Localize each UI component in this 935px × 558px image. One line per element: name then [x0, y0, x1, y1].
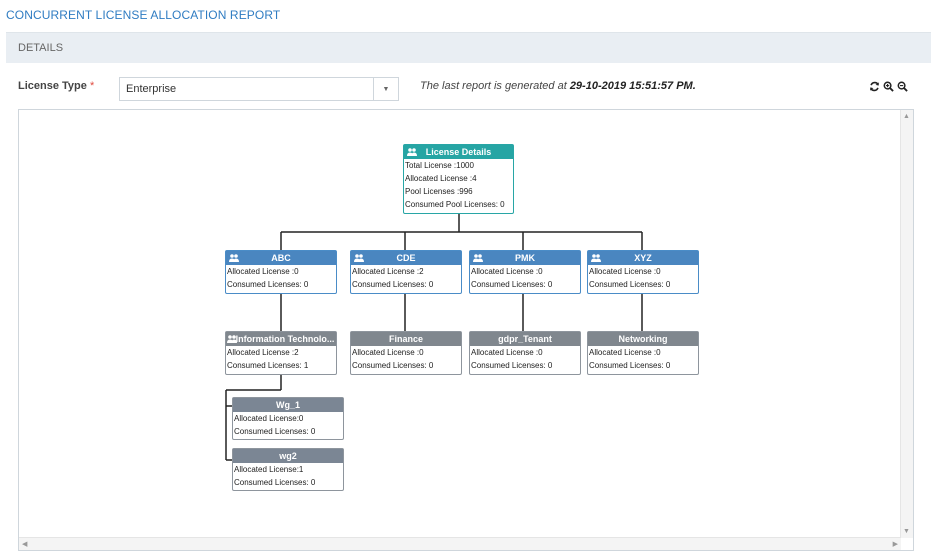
- node-line: Allocated License:1: [234, 465, 304, 474]
- node-line: Consumed Licenses: 0: [234, 427, 316, 436]
- node-line: Consumed Licenses: 0: [234, 478, 316, 487]
- users-icon: [407, 148, 417, 156]
- node-header: Networking: [588, 332, 698, 346]
- dept-node-finance[interactable]: Finance Allocated License :0 Consumed Li…: [350, 331, 462, 375]
- node-line: Allocated License :0: [471, 348, 543, 357]
- node-header: wg2: [233, 449, 343, 463]
- node-header: PMK: [470, 251, 580, 265]
- details-label: DETAILS: [18, 42, 64, 54]
- node-title: License Details: [425, 147, 492, 157]
- group-node-cde[interactable]: CDE Allocated License :2 Consumed Licens…: [350, 250, 462, 294]
- node-title: CDE: [396, 253, 416, 263]
- node-line: Consumed Licenses: 0: [471, 361, 553, 370]
- node-header: Wg_1: [233, 398, 343, 412]
- node-header: gdpr_Tenant: [470, 332, 580, 346]
- scroll-up-icon[interactable]: ▲: [903, 113, 910, 120]
- zoom-in-icon[interactable]: [882, 80, 894, 92]
- node-line: Consumed Licenses: 0: [589, 280, 671, 289]
- node-line: Total License :1000: [405, 161, 474, 170]
- report-prefix: The last report is generated at: [420, 80, 567, 92]
- node-header: Information Technolo...: [226, 332, 336, 346]
- dept-node-networking[interactable]: Networking Allocated License :0 Consumed…: [587, 331, 699, 375]
- required-mark: *: [89, 80, 95, 92]
- page-title: CONCURRENT LICENSE ALLOCATION REPORT: [6, 8, 281, 22]
- workgroup-node-wg1[interactable]: Wg_1 Allocated License:0 Consumed Licens…: [232, 397, 344, 440]
- node-line: Pool Licenses :996: [405, 187, 473, 196]
- node-line: Allocated License :0: [352, 348, 424, 357]
- node-line: Allocated License :4: [405, 174, 477, 183]
- scroll-down-icon[interactable]: ▼: [903, 528, 910, 535]
- license-type-value: Enterprise: [126, 83, 177, 95]
- report-generated-text: The last report is generated at 29-10-20…: [420, 80, 696, 92]
- node-header: XYZ: [588, 251, 698, 265]
- node-line: Allocated License :2: [352, 267, 424, 276]
- license-details-node[interactable]: License Details Total License :1000 Allo…: [403, 144, 514, 214]
- node-line: Allocated License :0: [471, 267, 543, 276]
- node-title: XYZ: [634, 253, 652, 263]
- group-node-abc[interactable]: ABC Allocated License :0 Consumed Licens…: [225, 250, 337, 294]
- node-title: Information Technolo...: [235, 334, 335, 344]
- license-type-select[interactable]: Enterprise ▼: [119, 77, 399, 101]
- group-node-pmk[interactable]: PMK Allocated License :0 Consumed Licens…: [469, 250, 581, 294]
- node-title: ABC: [271, 253, 291, 263]
- node-line: Consumed Licenses: 1: [227, 361, 309, 370]
- users-icon: [354, 254, 364, 262]
- dept-node-information-technology[interactable]: Information Technolo... Allocated Licens…: [225, 331, 337, 375]
- zoom-out-icon[interactable]: [896, 80, 908, 92]
- node-title: Networking: [618, 334, 668, 344]
- dept-node-gdpr-tenant[interactable]: gdpr_Tenant Allocated License :0 Consume…: [469, 331, 581, 375]
- users-icon: [591, 254, 601, 262]
- node-line: Allocated License :0: [589, 348, 661, 357]
- node-header: Finance: [351, 332, 461, 346]
- node-line: Consumed Pool Licenses: 0: [405, 200, 505, 209]
- node-header: ABC: [226, 251, 336, 265]
- node-line: Consumed Licenses: 0: [352, 280, 434, 289]
- users-icon: [473, 254, 483, 262]
- license-type-label-text: License Type: [18, 80, 87, 92]
- node-title: wg2: [279, 451, 297, 461]
- vertical-scrollbar[interactable]: ▲ ▼: [900, 110, 913, 538]
- node-line: Allocated License :2: [227, 348, 299, 357]
- horizontal-scrollbar[interactable]: ◀ ▶: [19, 537, 901, 550]
- license-type-label: License Type *: [18, 80, 94, 92]
- node-line: Consumed Licenses: 0: [589, 361, 671, 370]
- report-timestamp: 29-10-2019 15:51:57 PM.: [569, 80, 696, 92]
- node-line: Consumed Licenses: 0: [227, 280, 309, 289]
- node-line: Allocated License :0: [227, 267, 299, 276]
- node-line: Consumed Licenses: 0: [352, 361, 434, 370]
- refresh-icon[interactable]: [868, 80, 880, 92]
- workgroup-node-wg2[interactable]: wg2 Allocated License:1 Consumed License…: [232, 448, 344, 491]
- node-line: Allocated License :0: [589, 267, 661, 276]
- users-icon: [227, 335, 237, 343]
- group-node-xyz[interactable]: XYZ Allocated License :0 Consumed Licens…: [587, 250, 699, 294]
- node-line: Consumed Licenses: 0: [471, 280, 553, 289]
- node-title: PMK: [515, 253, 535, 263]
- node-title: gdpr_Tenant: [498, 334, 552, 344]
- node-title: Wg_1: [275, 400, 300, 410]
- chevron-down-icon[interactable]: ▼: [373, 78, 398, 100]
- node-header: License Details: [404, 145, 513, 159]
- node-header: CDE: [351, 251, 461, 265]
- node-title: Finance: [388, 334, 423, 344]
- node-line: Allocated License:0: [234, 414, 304, 423]
- scroll-left-icon[interactable]: ◀: [22, 541, 28, 548]
- details-section-header[interactable]: DETAILS: [6, 32, 931, 63]
- org-chart-canvas[interactable]: License Details Total License :1000 Allo…: [18, 109, 914, 551]
- users-icon: [229, 254, 239, 262]
- chart-toolbar: [868, 80, 908, 92]
- scroll-right-icon[interactable]: ▶: [892, 541, 898, 548]
